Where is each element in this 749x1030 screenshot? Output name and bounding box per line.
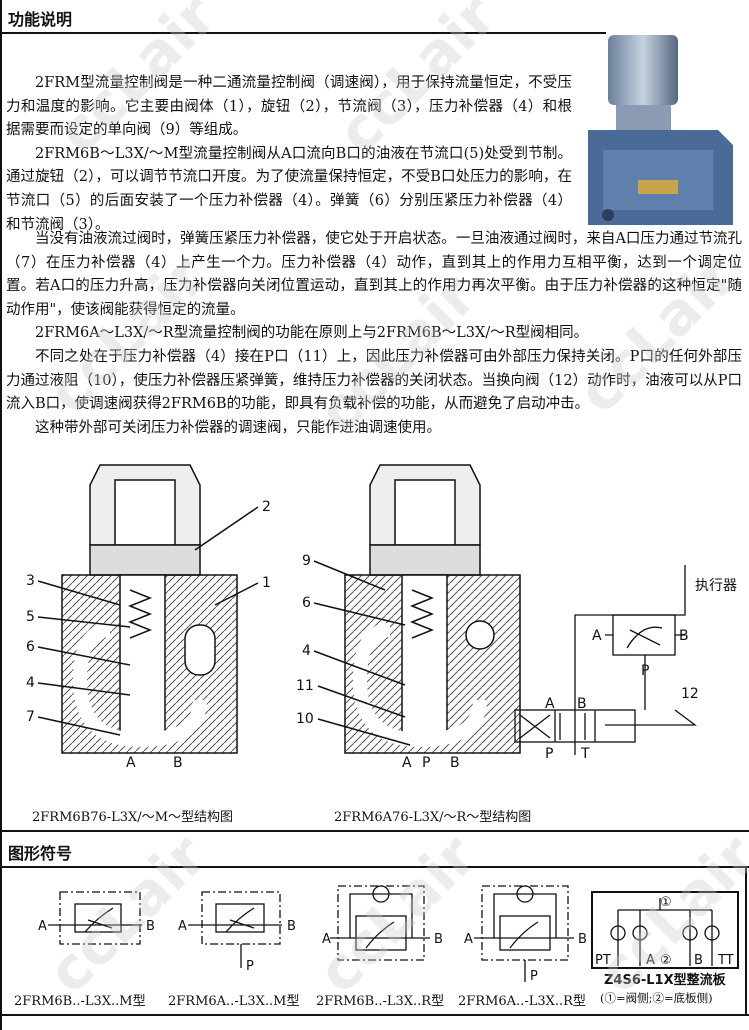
- svg-text:①: ①: [660, 895, 672, 910]
- port-a: A: [126, 755, 136, 771]
- section-title-symbols: 图形符号: [8, 844, 73, 863]
- circuit-diagram: 执行器 A B P A B P T 12: [514, 565, 737, 762]
- label-t: T: [580, 746, 590, 762]
- svg-text:A: A: [38, 919, 47, 934]
- cross-section-left: 2 1 3 5 6 4 7 A B: [26, 464, 271, 771]
- label-7: 7: [26, 709, 35, 725]
- section-title-function: 功能说明: [8, 10, 73, 29]
- label-a2: A: [545, 696, 555, 712]
- divider: [0, 1014, 749, 1016]
- intro-text: 2FRM型流量控制阀是一种二通流量控制阀（调速阀），用于保持流量恒定，不受压力和…: [6, 72, 572, 237]
- label-2: 2: [262, 499, 271, 515]
- paragraph: 2FRM型流量控制阀是一种二通流量控制阀（调速阀），用于保持流量恒定，不受压力和…: [6, 75, 572, 139]
- svg-text:TT: TT: [717, 953, 734, 968]
- label-10: 10: [296, 711, 314, 727]
- label-b: B: [679, 628, 689, 644]
- label-6: 6: [302, 595, 311, 611]
- svg-text:A: A: [464, 932, 473, 947]
- svg-text:P: P: [246, 959, 254, 974]
- label-1: 1: [262, 575, 271, 591]
- svg-text:B: B: [146, 919, 155, 934]
- actuator-label: 执行器: [695, 578, 737, 594]
- svg-text:A: A: [646, 953, 655, 968]
- svg-text:PT: PT: [595, 953, 611, 968]
- label-4: 4: [302, 643, 311, 659]
- port-p: P: [422, 755, 430, 771]
- port-b: B: [173, 755, 183, 771]
- svg-text:B: B: [434, 932, 443, 947]
- label-3: 3: [26, 573, 35, 589]
- port-b: B: [450, 755, 460, 771]
- svg-text:B: B: [578, 932, 587, 947]
- label-a: A: [592, 628, 602, 644]
- divider: [0, 830, 749, 832]
- caption-middle: 2FRM6A76-L3X/～R～型结构图: [334, 810, 532, 825]
- label-5: 5: [26, 609, 35, 625]
- label-11: 11: [296, 678, 314, 694]
- symbol-caption: 2FRM6B..-L3X..M型: [14, 994, 146, 1009]
- svg-text:P: P: [530, 969, 538, 984]
- valve-photo: [588, 35, 733, 225]
- operation-text: 当没有油液流过阀时，弹簧压紧压力补偿器，使它处于开启状态。一旦油液通过阀时，来自…: [6, 228, 742, 440]
- label-12: 12: [681, 686, 699, 702]
- paragraph: 这种带外部可关闭压力补偿器的调速阀，只能作进油调速使用。: [35, 419, 441, 436]
- svg-text:B: B: [694, 953, 703, 968]
- label-b2: B: [577, 696, 587, 712]
- rectifier-note: (①=阀侧;②=底板侧): [600, 991, 713, 1005]
- svg-text:A: A: [178, 919, 187, 934]
- divider: [0, 866, 749, 868]
- caption-left: 2FRM6B76-L3X/～M～型结构图: [32, 810, 233, 825]
- cross-section-middle: 9 6 4 11 10 A P B: [296, 464, 521, 771]
- symbol-caption: 2FRM6A..-L3X..R型: [458, 994, 586, 1009]
- rectifier-title: Z4S6-L1X型整流板: [604, 972, 727, 988]
- rectifier-plate-symbol: ① ② PT A B TT Z4S6-L1X型整流板: [591, 891, 739, 988]
- svg-text:A: A: [322, 932, 331, 947]
- port-a: A: [402, 755, 412, 771]
- paragraph: 2FRM6B～L3X/～M型流量控制阀从A口流向B口的油液在节流口(5)处受到节…: [6, 145, 572, 233]
- label-p2: P: [545, 746, 553, 762]
- label-4: 4: [26, 675, 35, 691]
- right-border: [745, 866, 747, 1016]
- symbol-caption: 2FRM6B..-L3X..R型: [316, 994, 445, 1009]
- symbol-2frm6a-m: A B P: [178, 891, 296, 974]
- left-border: [0, 0, 2, 1030]
- label-p: P: [641, 663, 649, 679]
- symbol-caption: 2FRM6A..-L3X..M型: [168, 994, 300, 1009]
- divider: [0, 32, 606, 34]
- label-9: 9: [302, 553, 311, 569]
- symbol-2frm6a-r: A B P: [464, 885, 587, 984]
- paragraph: 2FRM6A～L3X/～R型流量控制阀的功能在原则上与2FRM6B～L3X/～R…: [35, 325, 589, 342]
- paragraph: 当没有油液流过阀时，弹簧压紧压力补偿器，使它处于开启状态。一旦油液通过阀时，来自…: [6, 231, 742, 318]
- svg-text:B: B: [287, 919, 296, 934]
- label-6: 6: [26, 639, 35, 655]
- paragraph: 不同之处在于压力补偿器（4）接在P口（11）上，因此压力补偿器可由外部压力保持关…: [6, 348, 742, 413]
- svg-text:②: ②: [660, 953, 672, 968]
